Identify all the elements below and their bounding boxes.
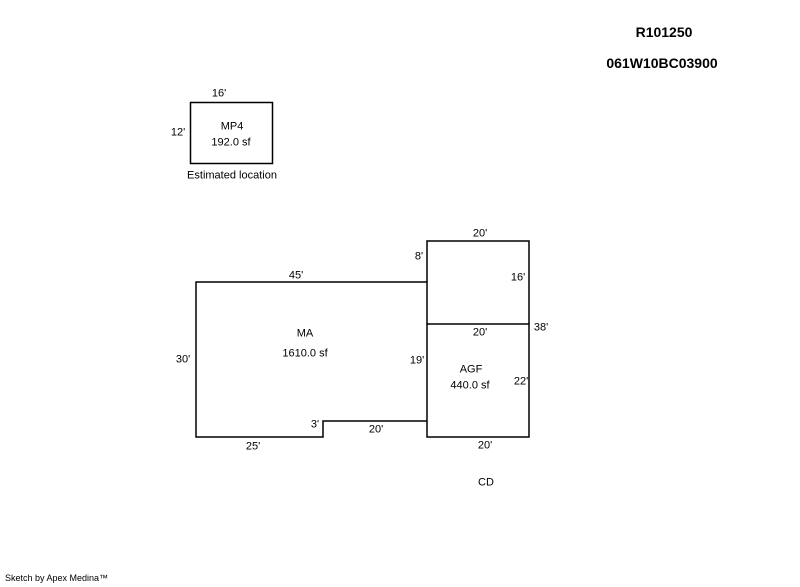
dim-agf-inner-left: 19' [409, 354, 425, 367]
map-tax-lot-number: 061W10BC03900 [606, 55, 718, 71]
dim-ma-bottom-left: 25' [245, 440, 261, 453]
agf-outline [426, 323, 530, 438]
dim-ma-top: 45' [288, 269, 304, 282]
dim-ma-bottom-right: 20' [368, 423, 384, 436]
cd-code: CD [478, 476, 494, 489]
agf-code: AGF [459, 363, 483, 376]
agf-area: 440.0 sf [450, 379, 490, 392]
dim-upper-top: 20' [472, 227, 488, 240]
mp4-outline [189, 101, 274, 165]
dim-right-total: 38' [533, 321, 549, 334]
dim-ma-left: 30' [175, 353, 191, 366]
dim-ma-jog: 8' [414, 250, 424, 263]
dim-mp4-top: 16' [211, 87, 227, 100]
upper-room-outline [426, 240, 530, 324]
dim-ma-step: 3' [310, 418, 320, 431]
mp4-area: 192.0 sf [211, 136, 251, 149]
dim-agf-bottom: 20' [477, 439, 493, 452]
dim-upper-right: 16' [510, 271, 526, 284]
mp4-code: MP4 [220, 120, 244, 133]
ma-outline [195, 281, 428, 438]
dim-agf-inner-top: 20' [472, 326, 488, 339]
account-number: R101250 [635, 24, 693, 40]
sketch-credit: Sketch by Apex Medina™ [5, 573, 109, 583]
mp4-location-note: Estimated location [187, 169, 277, 182]
ma-area: 1610.0 sf [282, 347, 328, 360]
dim-mp4-left: 12' [170, 126, 186, 139]
dim-agf-right: 22' [513, 375, 529, 388]
ma-code: MA [296, 327, 314, 340]
